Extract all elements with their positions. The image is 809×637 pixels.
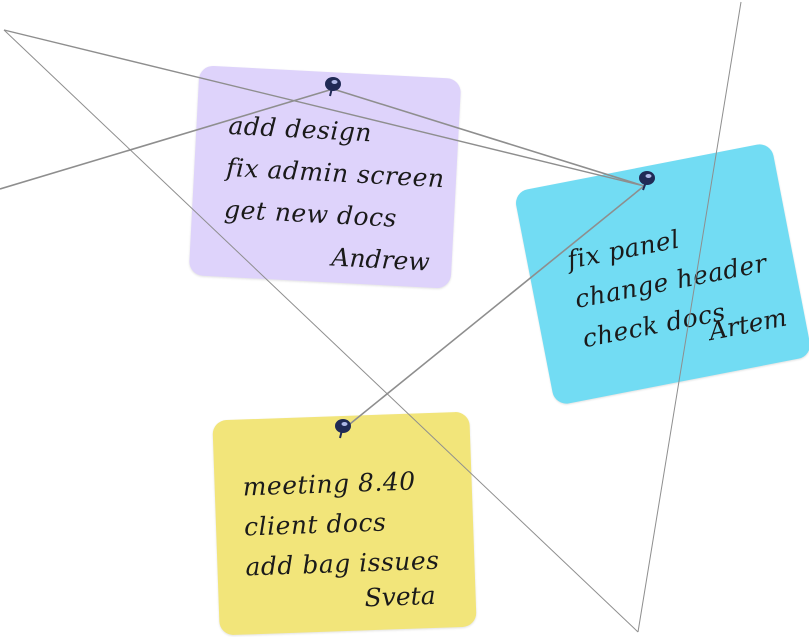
note-task: add bag issues bbox=[244, 545, 440, 582]
note-task: meeting 8.40 bbox=[242, 466, 417, 502]
sticky-note-artem[interactable]: fix panel change header check docs Artem bbox=[513, 142, 809, 406]
note-author: Andrew bbox=[330, 242, 431, 277]
push-pin-icon[interactable] bbox=[330, 416, 354, 440]
sticky-note-andrew[interactable]: add design fix admin screen get new docs… bbox=[188, 65, 462, 289]
push-pin-icon[interactable] bbox=[634, 168, 658, 192]
push-pin-icon[interactable] bbox=[320, 74, 344, 98]
note-task: client docs bbox=[243, 507, 387, 542]
note-author: Sveta bbox=[364, 580, 437, 613]
note-task-list: meeting 8.40 client docs add bag issues bbox=[242, 461, 440, 588]
sticky-note-sveta[interactable]: meeting 8.40 client docs add bag issues … bbox=[212, 411, 477, 636]
note-task-list: add design fix admin screen get new docs bbox=[223, 105, 448, 242]
